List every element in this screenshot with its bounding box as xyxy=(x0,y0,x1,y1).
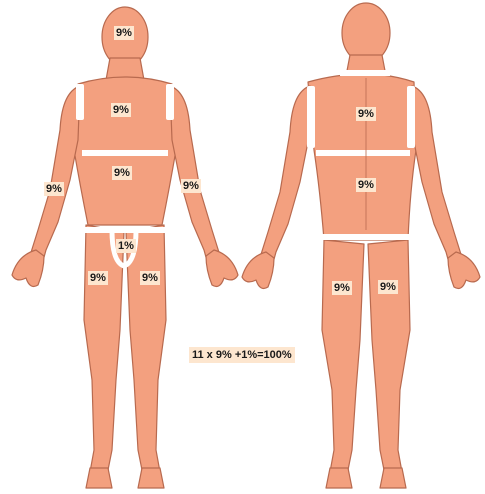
front-shoulder-band-right xyxy=(166,84,174,120)
front-genitals-label: 1% xyxy=(116,239,136,253)
front-hip-band xyxy=(82,227,168,233)
front-shoulder-band-left xyxy=(76,84,84,120)
back-left-foot xyxy=(380,468,406,488)
back-right-arm xyxy=(257,86,310,280)
front-abdomen-label: 9% xyxy=(112,166,132,180)
front-right-hand xyxy=(12,250,44,286)
front-left-leg-label: 9% xyxy=(140,271,160,285)
back-upper-label: 9% xyxy=(356,107,376,121)
front-left-hand xyxy=(206,250,238,286)
back-side-band-left xyxy=(307,86,315,148)
front-right-arm-label: 9% xyxy=(44,182,64,196)
back-left-leg xyxy=(368,240,410,472)
front-left-arm-label: 9% xyxy=(181,179,201,193)
back-side-band-right xyxy=(407,86,415,148)
back-right-leg-label: 9% xyxy=(332,281,352,295)
back-waist-band xyxy=(316,150,410,156)
back-left-hand xyxy=(448,252,480,288)
back-shoulder-band xyxy=(340,70,390,76)
back-right-hand xyxy=(242,252,274,288)
front-chest-band xyxy=(82,150,168,156)
back-lower-label: 9% xyxy=(356,178,376,192)
formula-label: 11 x 9% +1%=100% xyxy=(189,347,295,363)
back-right-leg xyxy=(322,240,364,472)
back-head xyxy=(342,3,390,63)
front-right-leg-label: 9% xyxy=(88,271,108,285)
back-torso xyxy=(308,74,416,240)
front-left-foot xyxy=(138,468,164,488)
back-hip-band xyxy=(322,234,412,240)
back-left-arm xyxy=(412,86,465,280)
back-left-leg-label: 9% xyxy=(378,280,398,294)
front-chest-label: 9% xyxy=(111,103,131,117)
back-right-foot xyxy=(326,468,352,488)
front-head-label: 9% xyxy=(114,26,134,40)
front-right-foot xyxy=(86,468,112,488)
